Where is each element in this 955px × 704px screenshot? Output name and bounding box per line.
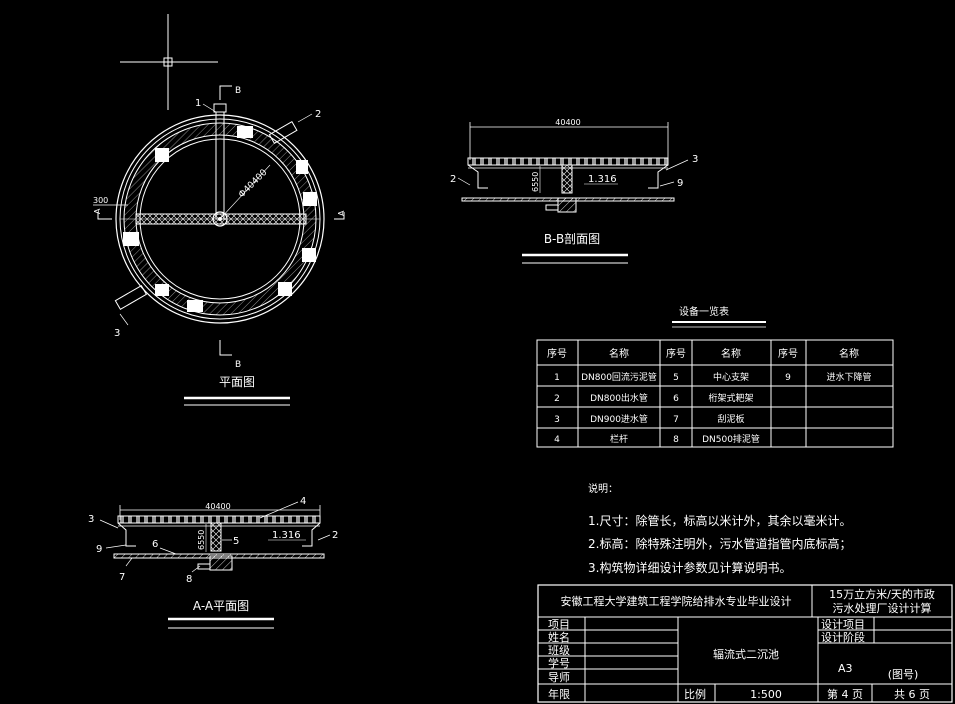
eq-cell: 进水下降管 (826, 371, 871, 383)
bb-callout-2: 2 (450, 174, 456, 185)
aa-callout-6: 6 (152, 539, 158, 550)
crosshair-cursor-icon (120, 14, 218, 110)
tb-scale-label: 比例 (684, 687, 706, 701)
tb-design-item: 设计项目 (821, 618, 865, 631)
aa-callout-5: 5 (233, 536, 239, 547)
eq-cell: 9 (785, 373, 791, 383)
eq-cell: 5 (673, 373, 679, 383)
tb-drawing-name: 辐流式二沉池 (713, 647, 779, 661)
eq-header-5: 序号 (778, 347, 798, 360)
aa-width-label: 40400 (205, 502, 230, 511)
section-a-right-label: A (337, 210, 346, 216)
eq-cell: 桁架式耙架 (708, 392, 753, 404)
eq-cell: DN500排泥管 (702, 433, 760, 445)
bb-callout-3: 3 (692, 154, 698, 165)
eq-cell: DN800出水管 (590, 392, 648, 404)
bb-callout-9: 9 (677, 178, 683, 189)
note-item-1: 1.尺寸：除管长，标高以米计外，其余以毫米计。 (588, 513, 851, 528)
plan-callout-3: 3 (114, 328, 120, 339)
aa-callout-3: 3 (88, 514, 94, 525)
eq-cell: 2 (554, 394, 560, 404)
bb-width-label: 40400 (555, 118, 580, 127)
section-a-left-label: A (93, 208, 102, 214)
eq-cell: 栏杆 (610, 433, 628, 445)
eq-cell: 中心支架 (713, 371, 749, 383)
tb-label-class: 班级 (548, 644, 570, 657)
section-bb-view: 40400 6550 1.316 2 3 9 B-B剖面图 (450, 118, 698, 264)
eq-cell: 刮泥板 (717, 413, 744, 425)
tb-label-project: 项目 (548, 618, 570, 631)
tb-project-line1: 15万立方米/天的市政 (829, 587, 935, 601)
bb-height-label: 6550 (531, 172, 540, 192)
section-b-bottom-label: B (235, 360, 241, 370)
plan-diameter-label: Φ40400 (237, 168, 270, 201)
eq-cell: 4 (554, 435, 560, 445)
title-block: 安徽工程大学建筑工程学院给排水专业毕业设计 15万立方米/天的市政 污水处理厂设… (537, 584, 953, 703)
tb-label-advisor: 导师 (548, 671, 570, 684)
aa-callout-2: 2 (332, 530, 338, 541)
tb-drawing-no: (图号) (888, 668, 919, 681)
eq-cell: DN800回流污泥管 (581, 371, 657, 383)
tb-label-year: 年限 (548, 687, 570, 701)
plan-callout-2: 2 (315, 109, 321, 120)
plan-view: Φ40400 B B A A 300 1 2 3 平面图 (93, 85, 346, 406)
plan-dim-300: 300 (93, 196, 108, 205)
tb-project-line2: 污水处理厂设计计算 (833, 601, 932, 615)
eq-header-6: 名称 (839, 347, 859, 360)
note-item-2: 2.标高：除特殊注明外，污水管道指管内底标高； (588, 536, 851, 551)
eq-cell: 8 (673, 435, 679, 445)
eq-header-4: 名称 (721, 347, 741, 360)
tb-label-student-id: 学号 (548, 656, 570, 670)
tb-design-stage: 设计阶段 (821, 630, 865, 644)
aa-callout-7: 7 (119, 572, 125, 583)
aa-callout-4: 4 (300, 496, 306, 507)
section-aa-view: 40400 6550 1.316 3 4 2 9 6 5 7 8 A-A平面图 (88, 496, 338, 629)
eq-header-1: 序号 (547, 347, 567, 360)
tb-page-current: 第 4 页 (827, 687, 863, 701)
plan-callout-1: 1 (195, 98, 201, 109)
equipment-title: 设备一览表 (679, 305, 729, 318)
section-b-top-label: B (235, 86, 241, 96)
tb-school: 安徽工程大学建筑工程学院给排水专业毕业设计 (561, 594, 792, 608)
bb-title: B-B剖面图 (544, 232, 600, 246)
tb-page-total: 共 6 页 (894, 688, 930, 701)
plan-title: 平面图 (219, 375, 255, 389)
eq-header-3: 序号 (666, 347, 686, 360)
aa-slope-label: 1.316 (272, 530, 301, 541)
aa-callout-8: 8 (186, 574, 192, 585)
aa-title: A-A平面图 (193, 599, 249, 613)
eq-cell: DN900进水管 (590, 413, 648, 425)
eq-cell: 6 (673, 394, 679, 404)
bb-slope-label: 1.316 (588, 174, 617, 185)
tb-sheet-size: A3 (838, 662, 853, 675)
note-item-3: 3.构筑物详细设计参数见计算说明书。 (588, 560, 791, 575)
aa-callout-9: 9 (96, 544, 102, 555)
channel-blocks (123, 126, 317, 312)
eq-cell: 3 (554, 415, 560, 425)
aa-height-label: 6550 (197, 530, 206, 550)
eq-cell: 1 (554, 373, 560, 383)
eq-cell: 7 (673, 415, 679, 425)
notes-section: 说明： 1.尺寸：除管长，标高以米计外，其余以毫米计。 2.标高：除特殊注明外，… (588, 482, 851, 575)
eq-header-2: 名称 (609, 347, 629, 360)
tb-scale-value: 1:500 (750, 688, 782, 701)
notes-heading: 说明： (588, 482, 618, 495)
equipment-table: 设备一览表 序号 名称 序号 名称 序号 名称 1 DN800回流污泥管 5 (536, 305, 894, 448)
tb-label-name: 姓名 (548, 630, 570, 644)
